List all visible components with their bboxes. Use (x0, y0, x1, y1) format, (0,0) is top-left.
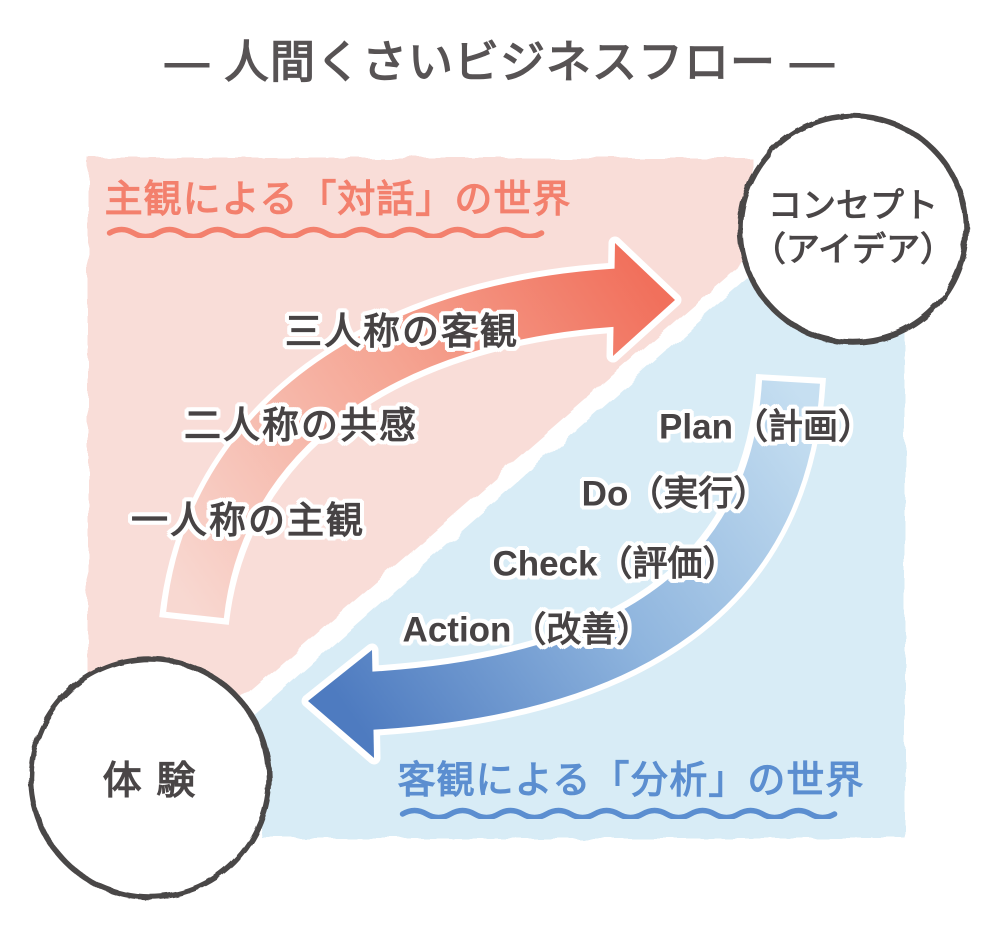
concept-node-line1: コンセプト (768, 187, 938, 225)
pdca-item-do: Do（実行） (581, 474, 769, 514)
experience-circle (28, 656, 272, 900)
perspective-item-third-person: 三人称の客観 (285, 311, 519, 352)
pdca-item-action: Action（改善） (402, 610, 652, 650)
pdca-item-check: Check（評価） (492, 544, 738, 584)
dialogue-arrowhead (613, 243, 675, 356)
wavy-underline (107, 226, 545, 238)
objective-zone-title-text: 客観による「分析」の世界 (397, 760, 865, 802)
concept-node-label: コンセプト （アイデア） (752, 184, 954, 272)
analysis-arrow (301, 373, 826, 765)
perspective-item-second-person: 二人称の共感 (184, 405, 418, 446)
page-title: — 人間くさいビジネスフロー — (164, 36, 836, 88)
concept-circle (737, 113, 969, 345)
wavy-underline (400, 807, 838, 819)
perspective-item-first-person: 一人称の主観 (131, 500, 365, 541)
subjective-zone-title-text: 主観による「対話」の世界 (104, 179, 572, 221)
subjective-zone-title: 主観による「対話」の世界 (105, 168, 572, 238)
dialogue-arrow (159, 236, 682, 626)
concept-node-line2: （アイデア） (751, 231, 955, 269)
analysis-arrowhead (308, 650, 374, 758)
pdca-item-plan: Plan（計画） (659, 407, 873, 447)
experience-node-label: 体 験 (102, 760, 198, 803)
objective-zone-title: 客観による「分析」の世界 (398, 749, 865, 819)
